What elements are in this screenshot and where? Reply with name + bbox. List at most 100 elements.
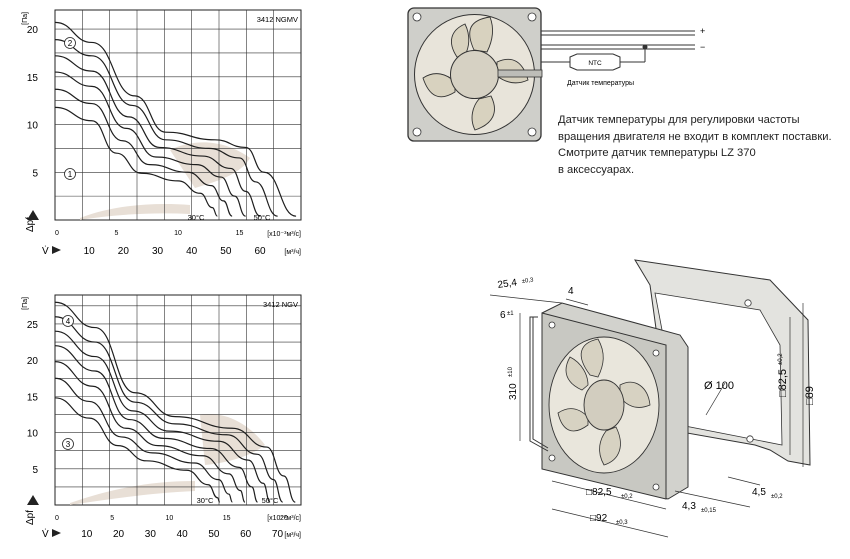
svg-text:±1: ±1	[507, 311, 514, 317]
dim-92: □92 ±0,3	[590, 513, 628, 526]
sensor-caption: Датчик температуры	[567, 80, 634, 87]
x-tick-label-lower: 10	[84, 246, 96, 257]
dim-4: 4	[568, 286, 574, 297]
temp-label-30: 30°C	[188, 213, 205, 222]
note-line: Смотрите датчик температуры LZ 370	[558, 147, 756, 159]
dim-25-4: 25,4 ±0,3	[497, 277, 535, 291]
series-line-2	[54, 316, 284, 503]
y-axis-arrow-icon	[27, 495, 39, 505]
x-tick-label-lower: 20	[113, 529, 125, 540]
dimension-lines	[489, 294, 804, 538]
svg-text:□82,5: □82,5	[586, 487, 612, 498]
note-line: в аксессуарах.	[558, 163, 635, 176]
curve-label-4: 4	[62, 315, 74, 327]
series-line-2	[54, 38, 278, 217]
curve-label-2: 2	[64, 37, 76, 49]
x-axis-arrow-icon	[52, 529, 61, 537]
dim-82-5-horizontal: □82,5 ±0,2	[586, 487, 633, 500]
y-axis-label: Δpf	[25, 510, 36, 525]
series-line-1	[54, 21, 297, 217]
x-tick-label-lower: 50	[220, 246, 232, 257]
operating-zone-shading	[80, 142, 250, 220]
y-tick-label: 15	[27, 73, 39, 84]
svg-text:310: 310	[508, 383, 519, 400]
svg-text:□82,5: □82,5	[777, 369, 789, 397]
y-axis-arrow-icon	[27, 210, 39, 220]
minus-terminal: −	[700, 42, 705, 52]
x-tick-label-upper: 15	[236, 230, 244, 237]
x-axis-arrow-icon	[52, 246, 61, 254]
svg-text:□92: □92	[590, 513, 608, 524]
svg-text:6: 6	[500, 310, 506, 321]
series-line-3	[54, 330, 271, 503]
y-tick-label: 15	[27, 392, 39, 403]
dim-4-5: 4,5 ±0,2	[752, 487, 783, 500]
x-tick-label-upper: 5	[115, 230, 119, 237]
svg-text:±0,3: ±0,3	[521, 277, 534, 285]
series-line-3	[54, 55, 261, 217]
y-tick-label: 25	[27, 320, 39, 331]
series-line-4	[54, 71, 246, 217]
series-line-1	[54, 301, 296, 503]
svg-text:NTC: NTC	[588, 60, 602, 67]
dim-82-5-vertical: □82,5 ±0,2	[777, 353, 789, 397]
x-axis-label: V̇	[42, 244, 49, 257]
temp-label-30: 30°C	[197, 496, 214, 505]
curves	[54, 301, 296, 503]
x-tick-label-lower: 70	[272, 529, 284, 540]
svg-text:3: 3	[66, 440, 71, 449]
dim-6: 6 ±1	[500, 310, 514, 321]
series-line-4	[54, 345, 258, 503]
model-label: 3412 NGMV	[257, 15, 298, 24]
svg-text:±0,3: ±0,3	[616, 520, 628, 526]
wires	[541, 30, 695, 63]
plus-terminal: +	[700, 26, 705, 36]
x-tick-label-lower: 40	[177, 529, 189, 540]
x-tick-label-lower: 30	[152, 246, 164, 257]
x-tick-label-lower: 50	[208, 529, 220, 540]
x-tick-label-lower: 20	[118, 246, 130, 257]
series-line-5	[54, 361, 246, 503]
dim-diameter-100: Ø 100	[704, 380, 734, 392]
fan-dimension-drawing: 25,4 ±0,3 4 6 ±1 310 ±10 Ø 100 □82,5 ±0,…	[489, 259, 816, 538]
y-tick-label: 20	[27, 25, 39, 36]
x-tick-labels-lower: 10 20 30 40 50 60	[84, 246, 266, 257]
y-tick-label: 10	[27, 429, 39, 440]
note-line: Датчик температуры для регулировки часто…	[558, 114, 800, 126]
fan-body-icon	[541, 302, 689, 500]
x-tick-label-lower: 10	[81, 529, 93, 540]
plot-frame	[54, 9, 302, 221]
x-unit-upper: [x10⁻³м³/c]	[267, 231, 301, 238]
note-line: вращения двигателя не входит в комплект …	[558, 130, 832, 143]
series-line-7	[54, 397, 221, 503]
x-tick-label-upper: 10	[166, 515, 174, 522]
grid	[55, 10, 301, 220]
x-unit-lower: [м³/ч]	[284, 532, 301, 539]
svg-text:±0,2: ±0,2	[621, 494, 633, 500]
series-line-6	[54, 377, 233, 503]
dim-310: 310 ±10	[508, 366, 519, 400]
x-tick-labels-upper: 0 5 10 15	[55, 230, 243, 237]
x-unit-lower: [м³/ч]	[284, 249, 301, 256]
x-tick-label-upper: 5	[110, 515, 114, 522]
svg-text:2: 2	[68, 39, 73, 48]
fan-wiring-schematic: NTC Датчик температуры + −	[407, 7, 705, 142]
ntc-sensor-icon: NTC	[569, 53, 621, 71]
y-tick-label: 20	[27, 356, 39, 367]
x-tick-label-lower: 60	[254, 246, 266, 257]
sensor-note: Датчик температуры для регулировки часто…	[558, 112, 848, 178]
x-tick-label-lower: 40	[186, 246, 198, 257]
y-tick-label: 10	[27, 121, 39, 132]
x-tick-label-upper: 10	[174, 230, 182, 237]
svg-text:4: 4	[66, 317, 71, 326]
svg-text:25,4: 25,4	[497, 277, 518, 291]
x-tick-label-upper: 0	[55, 230, 59, 237]
x-unit-upper: [x10⁻³м³/c]	[267, 515, 301, 522]
curve-label-3: 3	[62, 438, 74, 450]
svg-text:4,3: 4,3	[682, 501, 696, 512]
